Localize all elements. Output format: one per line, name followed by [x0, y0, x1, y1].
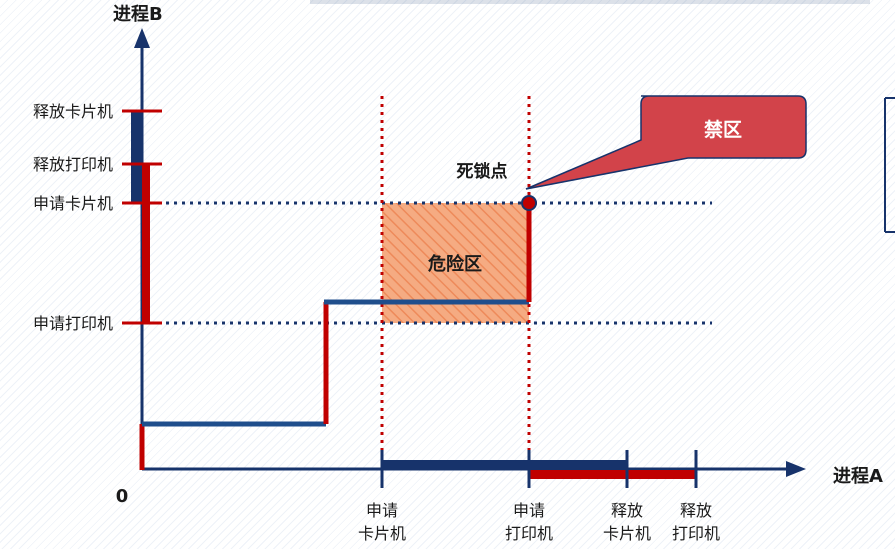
x-label-release-card-2: 卡片机 — [603, 524, 651, 543]
y-axis-arrow — [134, 28, 150, 48]
forbidden-zone-label: 禁区 — [704, 118, 742, 141]
x-card-hold-bar — [382, 460, 627, 470]
top-edge-strip — [310, 0, 870, 4]
forbidden-zone-callout — [525, 95, 807, 190]
y-axis-title: 进程B — [113, 4, 163, 25]
x-printer-hold-bar — [529, 470, 696, 479]
x-label-request-printer-2: 打印机 — [505, 524, 553, 543]
x-label-release-printer-2: 打印机 — [672, 524, 720, 543]
y-card-hold-bar — [131, 111, 141, 203]
x-label-request-printer-1: 申请 — [513, 501, 545, 520]
y-label-request-printer: 申请打印机 — [33, 314, 113, 333]
y-label-request-card: 申请卡片机 — [33, 194, 113, 213]
y-printer-hold-bar — [142, 164, 150, 323]
x-axis-arrow — [786, 461, 806, 477]
danger-zone-label: 危险区 — [427, 253, 482, 275]
y-label-release-card: 释放卡片机 — [33, 102, 113, 121]
y-label-release-printer: 释放打印机 — [33, 155, 113, 174]
origin-label: 0 — [116, 486, 129, 507]
deadlock-point — [521, 195, 537, 211]
x-label-release-card-1: 释放 — [611, 501, 643, 520]
x-axis-title: 进程A — [833, 466, 883, 487]
x-label-release-printer-1: 释放 — [680, 501, 712, 520]
x-label-request-card-2: 卡片机 — [358, 524, 406, 543]
x-label-request-card-1: 申请 — [366, 501, 398, 520]
deadlock-label: 死锁点 — [457, 161, 508, 182]
